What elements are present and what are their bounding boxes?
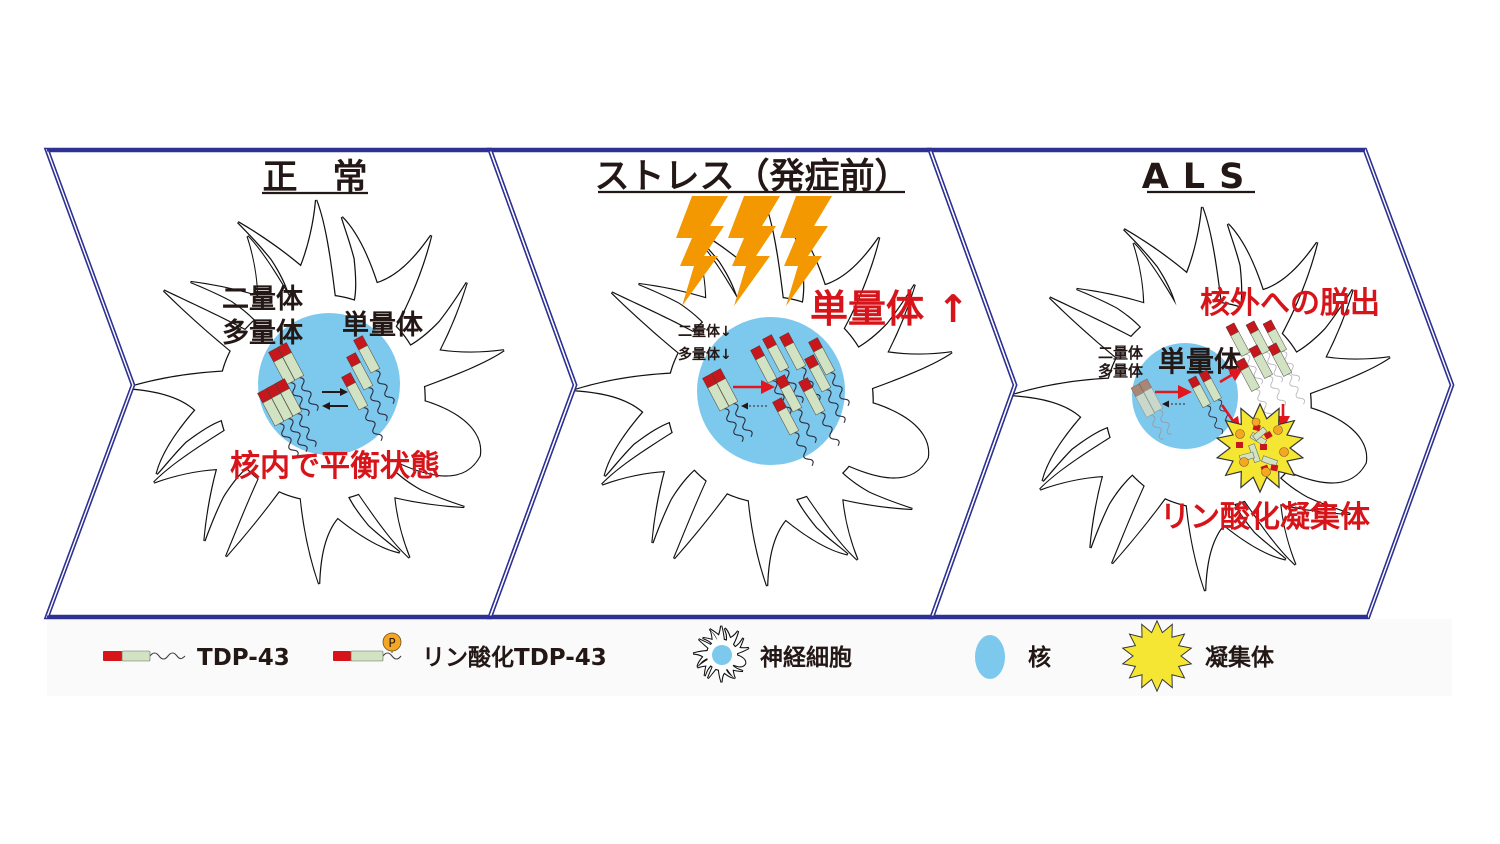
legend-item-aggregate: 凝集体 [1122, 620, 1275, 692]
legend-label: 核 [1028, 644, 1051, 671]
panel-normal: 正 常 二量体 多量体 単量体 核内で平衡状態 [121, 158, 508, 587]
multimer-label: 多量体 [1098, 362, 1144, 380]
legend-item-nucleus: 核 [975, 635, 1051, 679]
panel-title: ストレス（発症前） [594, 157, 909, 197]
nuclear-export-label: 核外への脱出 [1200, 286, 1380, 321]
legend-item-phospho-tdp43: P リン酸化TDP-43 [333, 632, 607, 671]
equilibrium-caption: 核内で平衡状態 [230, 449, 440, 484]
panel-stress: ストレス（発症前） 単量体 ↑ 二量体↓ 多量体↓ [569, 157, 969, 589]
phospho-aggregate-label: リン酸化凝集体 [1160, 500, 1371, 535]
phospho-aggregate [1216, 403, 1304, 493]
tdp43-icon [103, 650, 186, 662]
panel-als: ALS 核外への脱出 二量体 多量体 単量体 [1007, 157, 1394, 594]
legend: TDP-43 P リン酸化TDP-43 神経細胞 核 [103, 620, 1275, 692]
legend-band [47, 619, 1452, 696]
export-arrow-icon [1219, 367, 1244, 384]
monomer-increase-label: 単量体 ↑ [810, 287, 969, 331]
legend-label: 神経細胞 [760, 644, 852, 671]
panel-frames [43, 147, 1455, 620]
dimer-label: 二量体 [222, 284, 304, 315]
dimer-label: 二量体 [1098, 344, 1144, 362]
neuron-icon [692, 624, 749, 683]
legend-label: 凝集体 [1205, 644, 1275, 671]
panel-title: ALS [1142, 157, 1259, 197]
multimer-label: 多量体 [222, 318, 304, 349]
multimer-decrease-label: 多量体↓ [678, 346, 732, 363]
phospho-mark: P [388, 636, 395, 650]
panel-title: 正 常 [262, 158, 367, 198]
legend-item-tdp43: TDP-43 [103, 645, 290, 671]
legend-label: TDP-43 [197, 645, 290, 671]
aggregate-contents [1235, 417, 1289, 477]
phospho-tdp43-icon: P [333, 632, 402, 662]
nucleus-icon [975, 635, 1005, 679]
monomer-label: 単量体 [342, 309, 424, 341]
legend-label: リン酸化TDP-43 [422, 644, 607, 671]
legend-item-neuron: 神経細胞 [692, 624, 852, 683]
dimer-decrease-label: 二量体↓ [678, 323, 732, 340]
